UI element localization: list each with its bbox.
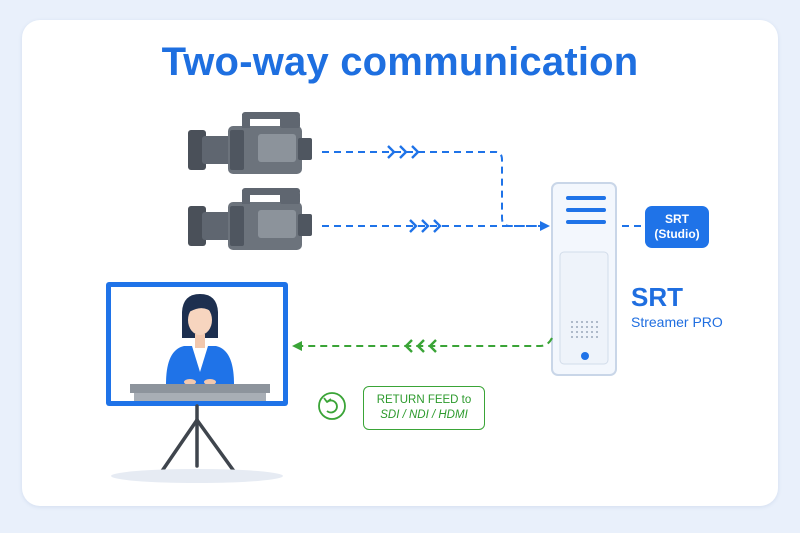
video-camera-icon xyxy=(188,188,312,250)
tripod-icon xyxy=(158,404,238,476)
monitor-presenter-icon xyxy=(106,282,288,406)
return-feed-line xyxy=(302,337,553,347)
power-led xyxy=(581,352,589,360)
server-sublabel: Streamer PRO xyxy=(631,314,723,330)
server-tower-icon xyxy=(551,182,617,376)
server-label: SRT xyxy=(631,282,683,312)
return-feed-box: RETURN FEED to SDI / NDI / HDMI xyxy=(363,386,485,430)
return-feed-line1: RETURN FEED to xyxy=(376,394,472,406)
return-arrow-icon xyxy=(318,392,346,420)
srt-studio-line2: (Studio) xyxy=(654,227,700,241)
return-arrowhead xyxy=(292,341,302,351)
camera-feed-lines xyxy=(322,151,645,227)
srt-studio-badge: SRT (Studio) xyxy=(645,206,709,248)
return-feed-chevrons xyxy=(404,339,437,353)
return-feed-line2: SDI / NDI / HDMI xyxy=(380,409,468,421)
srt-studio-line1: SRT xyxy=(665,212,689,226)
page-title: Two-way communication xyxy=(161,40,639,84)
camera-feed-chevrons xyxy=(387,145,442,233)
feed-arrowhead xyxy=(540,221,550,231)
tripod-shadow xyxy=(111,469,283,483)
video-camera-icon xyxy=(188,112,312,174)
